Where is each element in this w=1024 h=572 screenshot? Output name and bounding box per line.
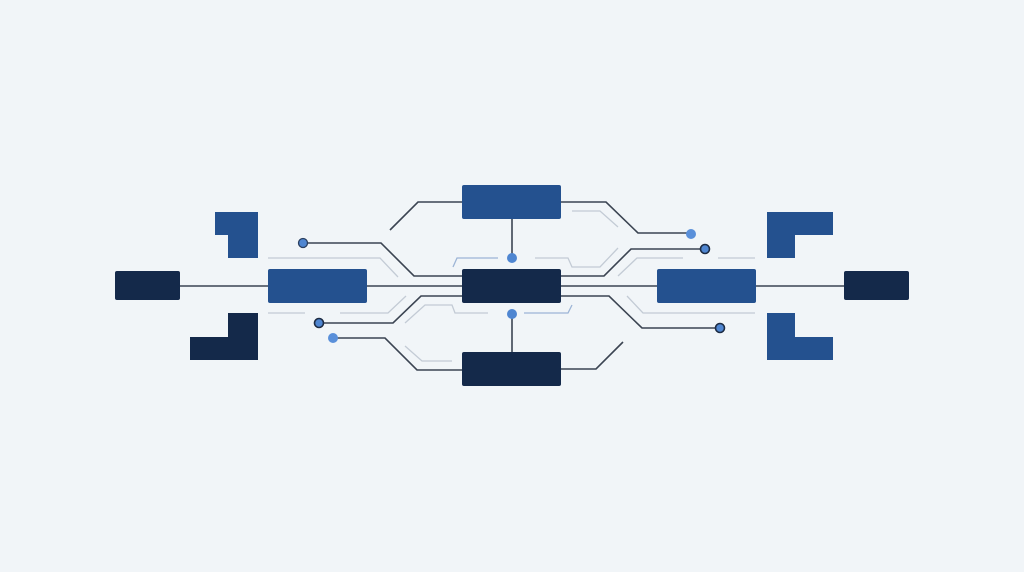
l-block-bottom-left: [190, 313, 258, 360]
dot: [714, 322, 726, 334]
connectors: [180, 201, 844, 371]
dot: [507, 309, 517, 319]
node-left: [268, 269, 367, 303]
dot: [313, 317, 325, 329]
node-center-bottom: [462, 352, 561, 386]
node-center: [462, 269, 561, 303]
node-far-left: [115, 271, 180, 300]
l-block-top-right: [767, 212, 833, 258]
l-block-bottom-right: [767, 313, 833, 360]
l-block-top-left: [215, 212, 258, 258]
node-far-right: [844, 271, 909, 300]
connector-dots: [297, 229, 726, 343]
dot: [328, 333, 338, 343]
dot: [686, 229, 696, 239]
faint-guides: [268, 210, 755, 362]
dot: [297, 237, 309, 249]
node-right: [657, 269, 756, 303]
dot: [507, 253, 517, 263]
dot: [699, 243, 711, 255]
node-center-top: [462, 185, 561, 219]
